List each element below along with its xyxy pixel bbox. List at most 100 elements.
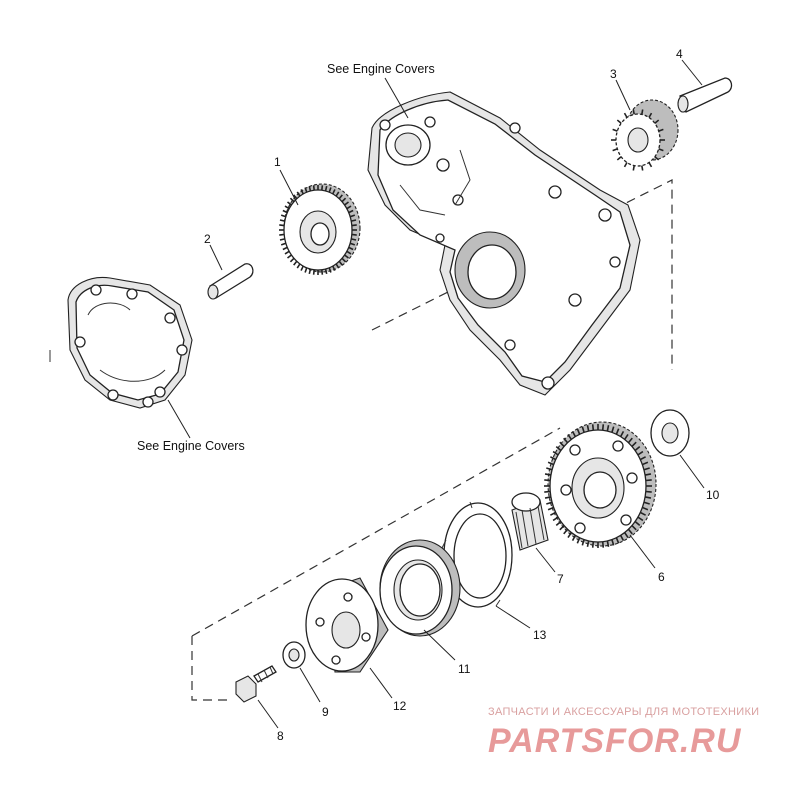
part-1-gear-teeth-tooth (338, 260, 343, 266)
part-6-gear-teeth-tooth (645, 479, 652, 482)
part-3-gear-teeth-tooth (623, 112, 628, 118)
part-6-gear-teeth-tooth (549, 456, 557, 461)
part-1-gear-teeth-tooth (284, 205, 290, 210)
part-1-gear-teeth-tooth (324, 268, 328, 275)
part-1-gear-teeth-tooth (282, 209, 288, 214)
part-6-gear-teeth-tooth (567, 532, 572, 538)
part-6-gear-teeth-tooth (547, 506, 554, 511)
part-1-gear-teeth-tooth (300, 265, 304, 271)
part-1-gear-teeth-tooth (300, 189, 304, 195)
part-13-plate (441, 501, 513, 608)
part-12-clutch-housing (305, 577, 389, 673)
part-1-gear-teeth-tooth (284, 250, 290, 255)
part-label-6: 6 (658, 570, 665, 584)
part-6-gear-teeth-tooth (601, 424, 605, 431)
part-6-gear-teeth-tooth (546, 467, 553, 471)
part-1-gear-teeth-tooth (335, 263, 340, 269)
part-6-gear-teeth-tooth (552, 450, 559, 456)
part-6-gear-teeth-tooth (627, 528, 633, 535)
leader-lines (167, 59, 705, 729)
part-6-gear-teeth-tooth (586, 425, 590, 432)
part-3-gear-teeth-tooth (641, 165, 644, 171)
part-3-gear-teeth-tooth (648, 162, 653, 168)
part-6-gear-teeth-tooth (642, 506, 649, 511)
part-1-gear-teeth-tooth (293, 260, 298, 266)
watermark-tagline: ЗАПЧАСТИ И АКСЕССУАРЫ ДЛЯ МОТОТЕХНИКИ (488, 706, 760, 718)
part-label-11: 11 (458, 662, 471, 676)
part-6-gear-teeth-tooth (615, 537, 620, 544)
part-1-gear-teeth-tooth (321, 185, 324, 191)
part-6-gear-teeth-tooth (631, 441, 637, 447)
part-6-gear-teeth-tooth (571, 430, 577, 437)
part-1-gear-teeth-tooth (351, 224, 357, 227)
part-6-gear-teeth-tooth (567, 434, 572, 440)
part-6-gear-teeth-tooth (627, 437, 633, 444)
part-1-gear-teeth-tooth (280, 214, 287, 218)
part-6-gear-teeth-tooth (644, 496, 652, 499)
part-3-gear-teeth-tooth (616, 156, 622, 161)
part-1-gear-teeth-tooth (349, 214, 356, 218)
part-6-gear-teeth-tooth (642, 461, 649, 466)
part-1-gear-teeth-tooth (289, 257, 295, 263)
part-3-gear-teeth-tooth (612, 128, 618, 132)
part-6-gear-teeth-tooth (624, 434, 629, 440)
part-6-gear-teeth-tooth (552, 516, 559, 522)
part-6-gear-teeth-tooth (559, 441, 565, 447)
part-6-gear-teeth-tooth (637, 516, 644, 522)
part-6-gear-teeth-tooth (576, 537, 581, 544)
part-6-gear-teeth-tooth (544, 496, 552, 499)
part-11-clutch-ring (379, 539, 461, 637)
part-6-gear-teeth-tooth (576, 428, 581, 435)
part-1-gear-teeth-tooth (348, 209, 354, 214)
part-1-gear-teeth-tooth (341, 257, 347, 263)
part-1-gear-teeth-tooth (341, 197, 347, 203)
part-1-gear-teeth-tooth (346, 205, 352, 210)
part-1-idler-gear (283, 183, 361, 273)
part-label-8: 8 (277, 729, 284, 743)
part-1-gear-teeth-tooth (344, 254, 349, 259)
part-1-gear-teeth-tooth (296, 191, 301, 197)
part-6-starter-gear (547, 421, 657, 547)
part-3-gear-teeth-tooth (641, 109, 644, 115)
part-6-gear-teeth-tooth (634, 446, 641, 452)
part-7-needle-bearing (511, 492, 549, 551)
note-see-engine-covers-left: See Engine Covers (137, 439, 245, 453)
part-6-gear-teeth-tooth (637, 450, 644, 456)
part-6-gear-teeth-tooth (559, 525, 565, 531)
part-1-gear-teeth-tooth (304, 187, 308, 193)
part-1-gear-teeth-tooth (351, 233, 357, 236)
part-9-washer (282, 641, 306, 669)
part-10-washer (650, 409, 690, 457)
part-1-gear-teeth-tooth (296, 263, 301, 269)
part-1-gear-teeth-tooth (312, 269, 315, 275)
part-3-gear-teeth-tooth (616, 119, 622, 124)
part-6-gear-teeth-tooth (644, 473, 652, 476)
part-6-gear-teeth-tooth (615, 428, 620, 435)
part-6-gear-teeth-tooth (624, 532, 629, 538)
part-6-gear-teeth-tooth (591, 424, 595, 431)
part-1-gear-teeth-tooth (282, 246, 288, 251)
part-3-gear-teeth (611, 109, 665, 171)
part-6-gear-teeth-tooth (571, 535, 577, 542)
part-3-gear-teeth-tooth (623, 162, 628, 168)
part-6-gear-teeth-tooth (563, 437, 569, 444)
part-8-bolt (235, 665, 277, 703)
part-1-gear-teeth-tooth (346, 250, 352, 255)
part-6-gear-teeth-tooth (619, 535, 625, 542)
part-label-3: 3 (610, 67, 617, 81)
part-6-gear-teeth-tooth (555, 520, 562, 526)
watermark-logo: PARTSFOR.RU (488, 722, 742, 760)
part-1-gear-teeth-tooth (308, 185, 312, 192)
engine-cover-left (49, 276, 193, 409)
part-6-gear-teeth-tooth (639, 511, 647, 516)
part-3-gear-teeth-tooth (632, 165, 635, 171)
part-6-gear-teeth-tooth (634, 520, 641, 526)
part-label-7: 7 (557, 572, 564, 586)
part-6-gear-teeth-tooth (606, 425, 610, 432)
part-6-gear-teeth (544, 424, 652, 548)
part-4-shaft (677, 77, 733, 113)
part-6-gear-teeth-tooth (643, 467, 650, 471)
part-3-gear-teeth-tooth (658, 128, 664, 132)
part-6-gear-teeth-tooth (547, 461, 554, 466)
